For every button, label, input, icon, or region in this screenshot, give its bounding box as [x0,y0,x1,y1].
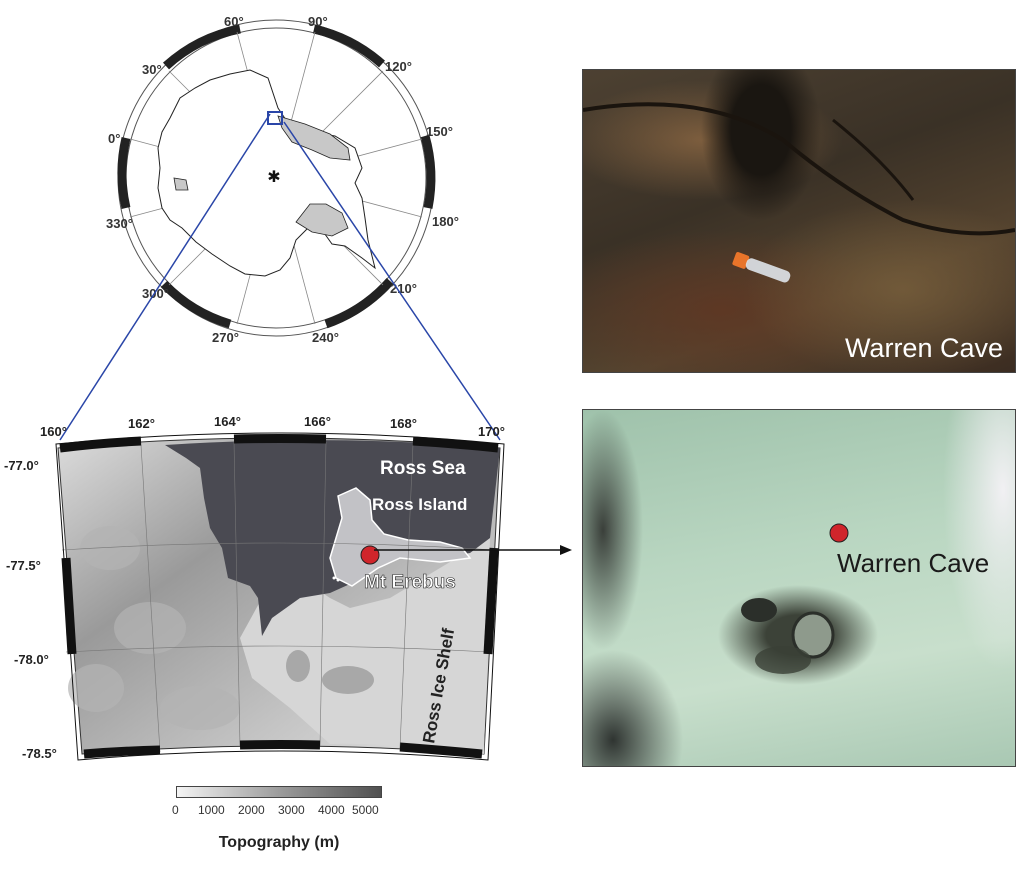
warren-cave-photo: Warren Cave [582,69,1016,373]
polar-map: ✱ 60° 90° 120° 150° 180° 210° 240° 270° … [106,14,459,345]
lon-label: 30° [142,62,162,77]
connector-lines [59,113,501,441]
colorbar-tick: 3000 [278,803,305,817]
mt-erebus-label: Mt Erebus [364,572,456,593]
lon-label: 0° [108,131,120,146]
region-map: 160° 162° 164° 166° 168° 170° -77.0° -77… [4,414,505,761]
colorbar-tick: 1000 [198,803,225,817]
lon-tick: 162° [128,416,155,431]
lon-tick: 160° [40,424,67,439]
colorbar [176,786,382,798]
ross-island-label: Ross Island [372,495,467,514]
sample-tube [732,252,791,283]
colorbar-tick: 5000 [352,803,379,817]
pointer-arrow [374,545,572,555]
warren-cave-marker [829,523,849,543]
lon-tick: 164° [214,414,241,429]
svg-text:✱: ✱ [267,169,280,186]
satellite-label: Warren Cave [837,548,990,578]
lat-tick: -77.0° [4,458,39,473]
lon-label: 150° [426,124,453,139]
colorbar-tick: 2000 [238,803,265,817]
colorbar-tick: 0 [172,803,179,817]
lon-label: 300° [142,286,169,301]
ross-sea-label: Ross Sea [380,458,466,479]
lon-label: 270° [212,330,239,345]
lat-tick: -78.5° [22,746,57,761]
lon-tick: 170° [478,424,505,439]
lon-label: 330° [106,216,133,231]
photo-label: Warren Cave [844,333,1003,363]
lon-label: 210° [390,281,417,296]
lon-label: 120° [385,59,412,74]
warren-cave-satellite: Warren Cave [582,409,1016,767]
colorbar-tick: 4000 [318,803,345,817]
lon-label: 60° [224,14,244,29]
lon-label: 180° [432,214,459,229]
colorbar-title: Topography (m) [218,834,340,851]
lat-tick: -77.5° [6,558,41,573]
lon-tick: 168° [390,416,417,431]
lon-label: 240° [312,330,339,345]
lon-tick: 166° [304,414,331,429]
lat-tick: -78.0° [14,652,49,667]
lon-label: 90° [308,14,328,29]
